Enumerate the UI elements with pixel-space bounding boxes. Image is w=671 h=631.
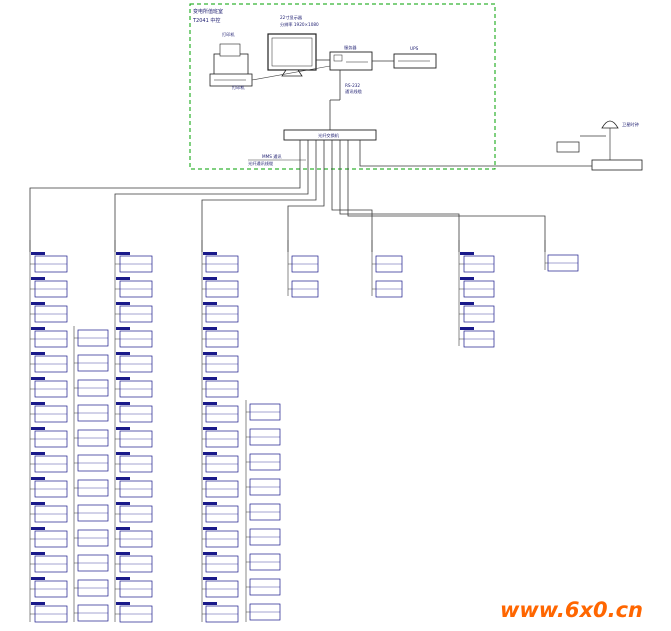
device-tag (203, 377, 217, 380)
device-tag (203, 577, 217, 580)
feeder-line (29, 140, 301, 252)
bus-label-1: MMS 通讯 (262, 153, 282, 160)
device-tag (203, 552, 217, 555)
device-tag (116, 352, 130, 355)
device-tag (31, 427, 45, 430)
device-tag (203, 477, 217, 480)
device-tag (31, 602, 45, 605)
device-tag (31, 327, 45, 330)
device-tag (116, 552, 130, 555)
device-tag (31, 527, 45, 530)
bus-label-2: 光纤通讯线缆 (248, 160, 274, 167)
device-tag (116, 302, 130, 305)
feeder-line (114, 140, 309, 252)
device-tag (203, 602, 217, 605)
feeder-line (287, 140, 325, 252)
device-tag (31, 352, 45, 355)
device-tag (31, 502, 45, 505)
ups-icon (393, 53, 437, 69)
feeder-line (347, 140, 546, 252)
ups-label: UPS (410, 46, 419, 51)
device-tag (31, 277, 45, 280)
device-tag (203, 252, 217, 255)
feeder-lines (29, 140, 592, 252)
device-tag (116, 577, 130, 580)
gps-antenna-icon (556, 120, 643, 171)
switch-label: 光纤交换机 (318, 132, 340, 139)
device-tag (203, 427, 217, 430)
device-tag (31, 377, 45, 380)
device-tag (116, 327, 130, 330)
device-tag (116, 527, 130, 530)
gps-link-line (359, 140, 592, 167)
device-tag (116, 427, 130, 430)
printer-label: 打印机 (222, 31, 235, 38)
link-label-2: 通讯线缆 (345, 88, 363, 95)
device-tag (116, 502, 130, 505)
device-tag (460, 277, 474, 280)
monitor-label-1: 22寸显示器 (280, 14, 303, 21)
link-label-1: RS-232 (345, 83, 360, 88)
device-tag (203, 502, 217, 505)
device-tag (460, 327, 474, 330)
server-icon (329, 51, 373, 71)
device-tag (203, 302, 217, 305)
device-tag (203, 452, 217, 455)
device-tag (116, 377, 130, 380)
device-tag (460, 302, 474, 305)
device-tag (31, 302, 45, 305)
feeder-line (339, 140, 460, 252)
device-columns (29, 240, 579, 623)
control-room-frame (189, 3, 496, 170)
device-tag (116, 477, 130, 480)
monitor-label-2: 分辨率 1920×1080 (280, 21, 319, 28)
feeder-line (201, 140, 317, 252)
device-tag (203, 352, 217, 355)
printer-icon (209, 43, 253, 87)
device-tag (31, 402, 45, 405)
control-room-title: 变电所值班室 (193, 8, 223, 15)
device-tag (116, 277, 130, 280)
server-label: 服务器 (344, 44, 357, 51)
device-tag (203, 402, 217, 405)
device-tag (31, 252, 45, 255)
device-tag (116, 452, 130, 455)
control-room-subtitle: T2041 中控 (192, 17, 220, 24)
switch-icon (283, 129, 377, 141)
printer-sublabel: 打印机 (232, 84, 245, 91)
device-tag (203, 327, 217, 330)
device-tag (203, 277, 217, 280)
device-tag (31, 477, 45, 480)
feeder-line (331, 140, 373, 252)
device-tag (460, 252, 474, 255)
device-tag (203, 527, 217, 530)
device-tag (116, 602, 130, 605)
watermark: www.6x0.cn (500, 598, 643, 622)
device-tag (116, 402, 130, 405)
device-tag (116, 252, 130, 255)
gps-label: 卫星时钟 (622, 121, 639, 128)
device-tag (31, 452, 45, 455)
device-tag (31, 577, 45, 580)
device-tag (31, 552, 45, 555)
